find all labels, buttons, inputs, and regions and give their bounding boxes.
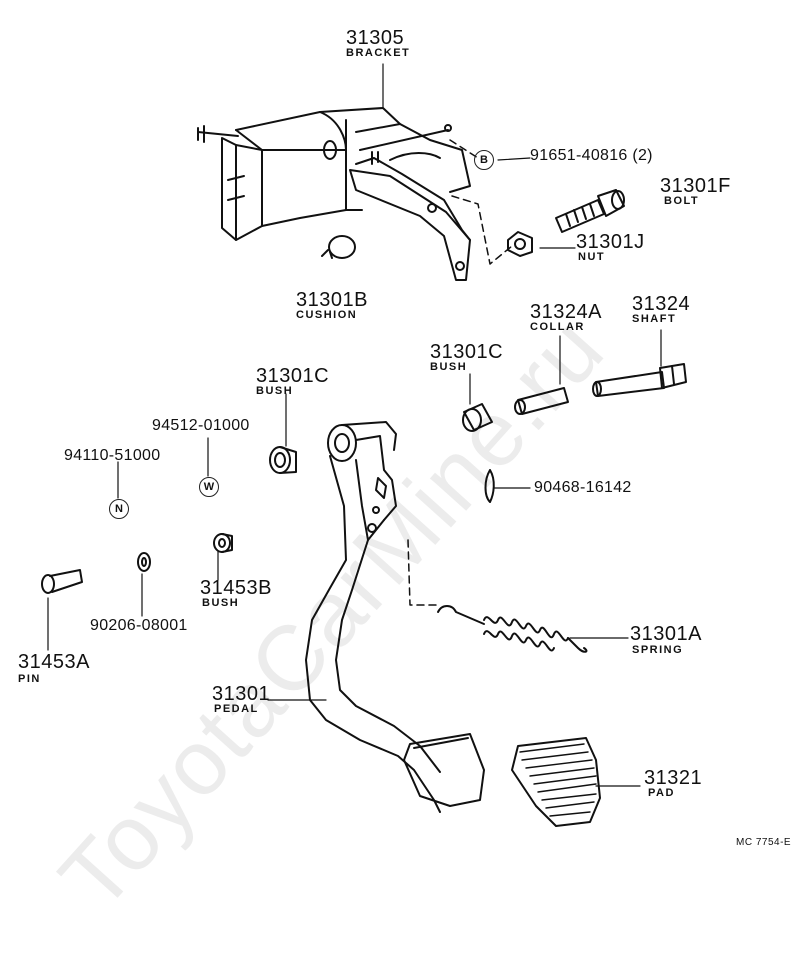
nut-name: NUT xyxy=(578,251,606,263)
collar-name: COLLAR xyxy=(530,321,585,333)
nut-number: 31301J xyxy=(576,231,645,253)
bush-right-name: BUSH xyxy=(430,361,468,373)
bolt-drawing xyxy=(555,189,625,233)
leader-lines xyxy=(47,63,662,787)
diagram-code: MC 7754-E xyxy=(736,837,792,848)
shaft-drawing xyxy=(592,363,687,397)
spring-name: SPRING xyxy=(632,644,684,656)
pin-drawing xyxy=(41,569,83,594)
washer-w-badge: W xyxy=(199,477,219,497)
cushion-name: CUSHION xyxy=(296,309,358,321)
bush-left-drawing xyxy=(269,446,297,474)
pin-number: 31453A xyxy=(18,651,90,673)
collar-number: 31324A xyxy=(530,301,602,323)
bracket-name: BRACKET xyxy=(346,47,411,59)
nut-n-badge: N xyxy=(109,499,129,519)
cushion-drawing xyxy=(321,235,356,259)
bolt-b-badge: B xyxy=(474,150,494,170)
bush-left-number: 31301C xyxy=(256,365,330,387)
bush-small-drawing xyxy=(213,533,233,553)
pedal-name: PEDAL xyxy=(214,703,259,715)
pin-name: PIN xyxy=(18,673,41,685)
bush-left-name: BUSH xyxy=(256,385,294,397)
washer-w-number: 94512-01000 xyxy=(152,417,250,434)
bush-right-number: 31301C xyxy=(430,341,504,363)
bolt-name: BOLT xyxy=(664,195,700,207)
cushion-number: 31301B xyxy=(296,289,368,311)
pad-drawing xyxy=(511,737,601,827)
bush-small-number: 31453B xyxy=(200,577,272,599)
bracket-number: 31305 xyxy=(346,27,405,49)
collar-drawing xyxy=(514,387,569,415)
pedal-number: 31301 xyxy=(212,683,271,705)
bolt-b-number: 91651-40816 (2) xyxy=(530,147,653,164)
clip-small-drawing xyxy=(137,552,151,572)
dashed-leaders xyxy=(407,139,513,606)
pedal-drawing xyxy=(305,421,485,813)
bush-small-name: BUSH xyxy=(202,597,240,609)
nut-drawing xyxy=(507,231,533,257)
pad-number: 31321 xyxy=(644,767,703,789)
bolt-number: 31301F xyxy=(660,175,731,197)
pad-name: PAD xyxy=(648,787,675,799)
clip-small-number: 90206-08001 xyxy=(90,617,188,634)
nut-n-number: 94110-51000 xyxy=(64,447,161,464)
clip-number: 90468-16142 xyxy=(534,479,632,496)
shaft-name: SHAFT xyxy=(632,313,677,325)
clip-drawing xyxy=(484,469,495,503)
spring-drawing xyxy=(437,605,588,653)
spring-number: 31301A xyxy=(630,623,702,645)
shaft-number: 31324 xyxy=(632,293,691,315)
bush-right-drawing xyxy=(462,403,493,432)
bracket-drawing xyxy=(197,107,471,281)
